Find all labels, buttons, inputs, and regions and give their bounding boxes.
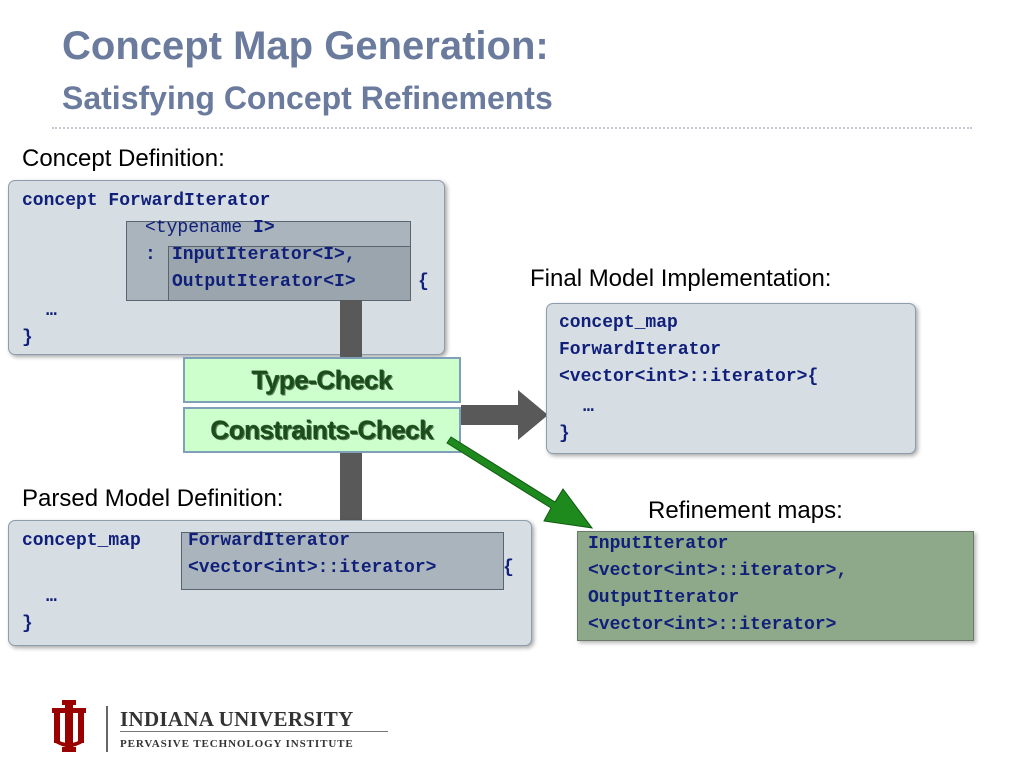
title-divider bbox=[52, 127, 972, 129]
parsed-model-close-brace: } bbox=[22, 614, 33, 634]
final-model-ellipsis: … bbox=[583, 397, 594, 417]
logo-divider bbox=[106, 706, 108, 752]
bottom-connector-bar bbox=[340, 452, 362, 534]
green-arrow bbox=[446, 436, 594, 529]
gray-arrow bbox=[461, 390, 548, 440]
university-name: INDIANA UNIVERSITY bbox=[120, 707, 354, 731]
slide-subtitle: Satisfying Concept Refinements bbox=[62, 80, 553, 116]
final-model-box bbox=[546, 303, 916, 454]
refinement-maps-line2: <vector<int>::iterator>, bbox=[588, 561, 848, 581]
constraints-check-box: Constraints-Check bbox=[183, 407, 461, 453]
final-model-label: Final Model Implementation: bbox=[530, 265, 832, 292]
parsed-model-highlight bbox=[181, 532, 504, 590]
concept-def-colon: : bbox=[145, 245, 156, 265]
refinement-maps-label: Refinement maps: bbox=[648, 497, 843, 524]
final-model-line3: <vector<int>::iterator>{ bbox=[559, 367, 819, 387]
refinement-maps-line1: InputIterator bbox=[588, 534, 729, 554]
concept-def-refine2: OutputIterator<I> bbox=[172, 272, 356, 292]
refinement-maps-line3: OutputIterator bbox=[588, 588, 740, 608]
parsed-model-ellipsis: … bbox=[46, 587, 57, 607]
concept-def-open-brace: { bbox=[418, 272, 429, 292]
slide-title: Concept Map Generation: bbox=[62, 24, 549, 68]
parsed-model-keyword: concept_map bbox=[22, 531, 141, 551]
final-model-line2: ForwardIterator bbox=[559, 340, 722, 360]
concept-def-close-brace: } bbox=[22, 328, 33, 348]
final-model-line1: concept_map bbox=[559, 313, 678, 333]
parsed-model-open-brace: { bbox=[503, 558, 514, 578]
institute-name: PERVASIVE TECHNOLOGY INSTITUTE bbox=[120, 738, 354, 750]
concept-def-typename: <typename I> bbox=[145, 218, 275, 238]
parsed-model-label: Parsed Model Definition: bbox=[22, 485, 284, 512]
refinement-maps-line4: <vector<int>::iterator> bbox=[588, 615, 837, 635]
concept-def-refine1: InputIterator<I>, bbox=[172, 245, 356, 265]
top-connector-bar bbox=[340, 300, 362, 358]
refinement-maps-box bbox=[577, 531, 974, 641]
logo-rule bbox=[120, 731, 388, 732]
type-check-label: Type-Check bbox=[251, 364, 393, 395]
final-model-close-brace: } bbox=[559, 424, 570, 444]
refinement-list-highlight bbox=[168, 246, 411, 301]
type-check-box: Type-Check bbox=[183, 357, 461, 403]
concept-def-line1: concept ForwardIterator bbox=[22, 191, 271, 211]
concept-def-ellipsis: … bbox=[46, 301, 57, 321]
concept-definition-label: Concept Definition: bbox=[22, 145, 225, 172]
parsed-model-name: ForwardIterator bbox=[188, 531, 351, 551]
parsed-model-type: <vector<int>::iterator> bbox=[188, 558, 437, 578]
constraints-check-label: Constraints-Check bbox=[210, 414, 434, 445]
